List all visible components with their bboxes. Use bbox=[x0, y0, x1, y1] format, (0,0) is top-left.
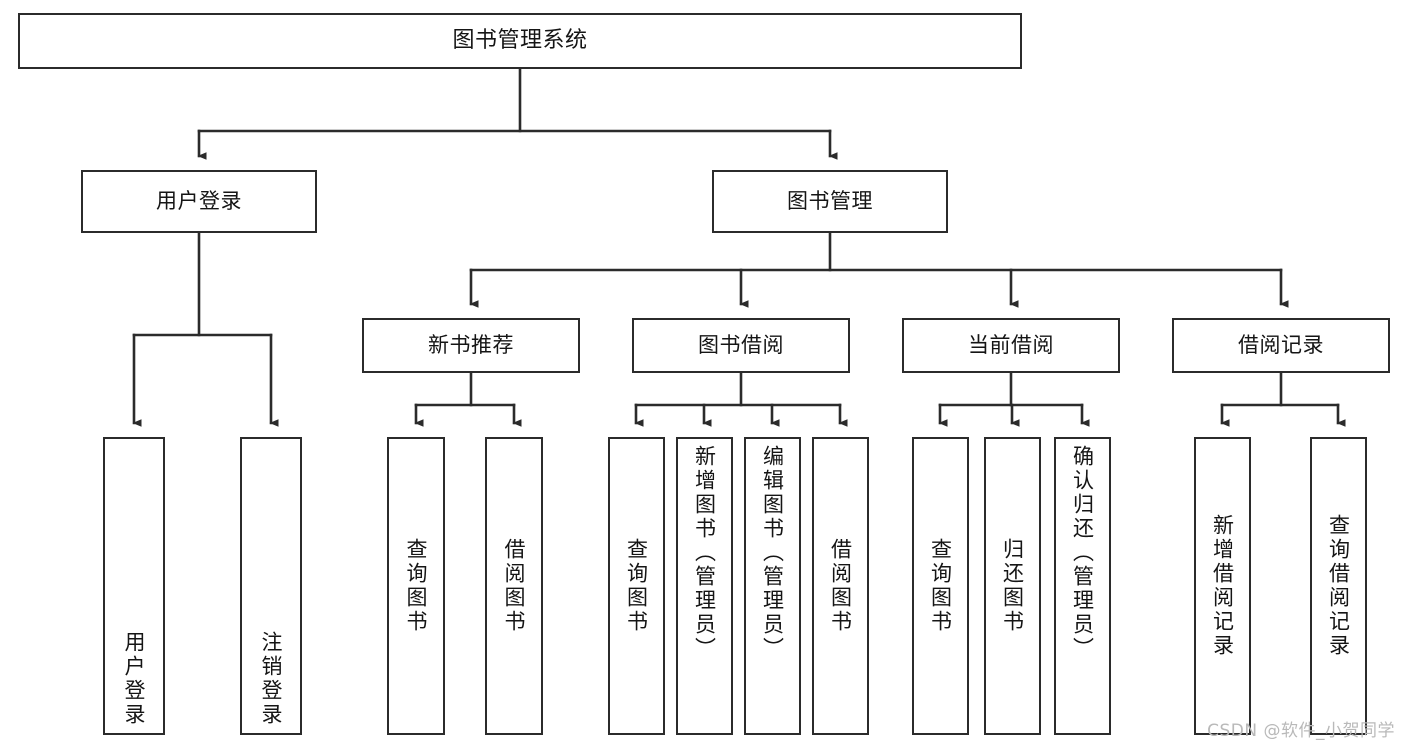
leaf-query-book-current-label: 查询图书 bbox=[928, 538, 953, 634]
leaf-user-logout-label: 注销登录 bbox=[259, 631, 284, 727]
node-user-login-label: 用户登录 bbox=[156, 189, 242, 214]
leaf-query-borrow-record-label: 查询借阅记录 bbox=[1326, 514, 1351, 658]
leaf-user-login[interactable]: 用户登录 bbox=[103, 437, 165, 735]
leaf-query-book-current[interactable]: 查询图书 bbox=[912, 437, 969, 735]
leaf-add-book-label: 新增图书（管理员） bbox=[692, 445, 717, 661]
node-current-borrow[interactable]: 当前借阅 bbox=[902, 318, 1120, 373]
leaf-query-book-recommend[interactable]: 查询图书 bbox=[387, 437, 445, 735]
leaf-query-book-borrow[interactable]: 查询图书 bbox=[608, 437, 665, 735]
node-current-borrow-label: 当前借阅 bbox=[968, 333, 1054, 358]
leaf-user-login-label: 用户登录 bbox=[122, 631, 147, 727]
leaf-return-book-label: 归还图书 bbox=[1000, 538, 1025, 634]
leaf-edit-book[interactable]: 编辑图书（管理员） bbox=[744, 437, 801, 735]
leaf-borrow-book-recommend[interactable]: 借阅图书 bbox=[485, 437, 543, 735]
node-new-book-recommend[interactable]: 新书推荐 bbox=[362, 318, 580, 373]
leaf-query-book-recommend-label: 查询图书 bbox=[404, 538, 429, 634]
node-user-login[interactable]: 用户登录 bbox=[81, 170, 317, 233]
watermark: CSDN @软件_小贺同学 bbox=[1207, 721, 1395, 741]
leaf-user-logout[interactable]: 注销登录 bbox=[240, 437, 302, 735]
node-book-management[interactable]: 图书管理 bbox=[712, 170, 948, 233]
node-book-borrow[interactable]: 图书借阅 bbox=[632, 318, 850, 373]
leaf-confirm-return[interactable]: 确认归还（管理员） bbox=[1054, 437, 1111, 735]
leaf-add-borrow-record-label: 新增借阅记录 bbox=[1210, 514, 1235, 658]
node-borrow-record-label: 借阅记录 bbox=[1238, 333, 1324, 358]
node-new-book-recommend-label: 新书推荐 bbox=[428, 333, 514, 358]
node-borrow-record[interactable]: 借阅记录 bbox=[1172, 318, 1390, 373]
leaf-edit-book-label: 编辑图书（管理员） bbox=[760, 445, 785, 661]
leaf-add-book[interactable]: 新增图书（管理员） bbox=[676, 437, 733, 735]
leaf-borrow-book[interactable]: 借阅图书 bbox=[812, 437, 869, 735]
node-root[interactable]: 图书管理系统 bbox=[18, 13, 1022, 69]
leaf-borrow-book-label: 借阅图书 bbox=[828, 538, 853, 634]
node-book-management-label: 图书管理 bbox=[787, 189, 873, 214]
leaf-query-book-borrow-label: 查询图书 bbox=[624, 538, 649, 634]
leaf-return-book[interactable]: 归还图书 bbox=[984, 437, 1041, 735]
node-book-borrow-label: 图书借阅 bbox=[698, 333, 784, 358]
node-root-label: 图书管理系统 bbox=[452, 28, 588, 54]
leaf-borrow-book-recommend-label: 借阅图书 bbox=[502, 538, 527, 634]
leaf-query-borrow-record[interactable]: 查询借阅记录 bbox=[1310, 437, 1367, 735]
leaf-confirm-return-label: 确认归还（管理员） bbox=[1070, 445, 1095, 661]
leaf-add-borrow-record[interactable]: 新增借阅记录 bbox=[1194, 437, 1251, 735]
